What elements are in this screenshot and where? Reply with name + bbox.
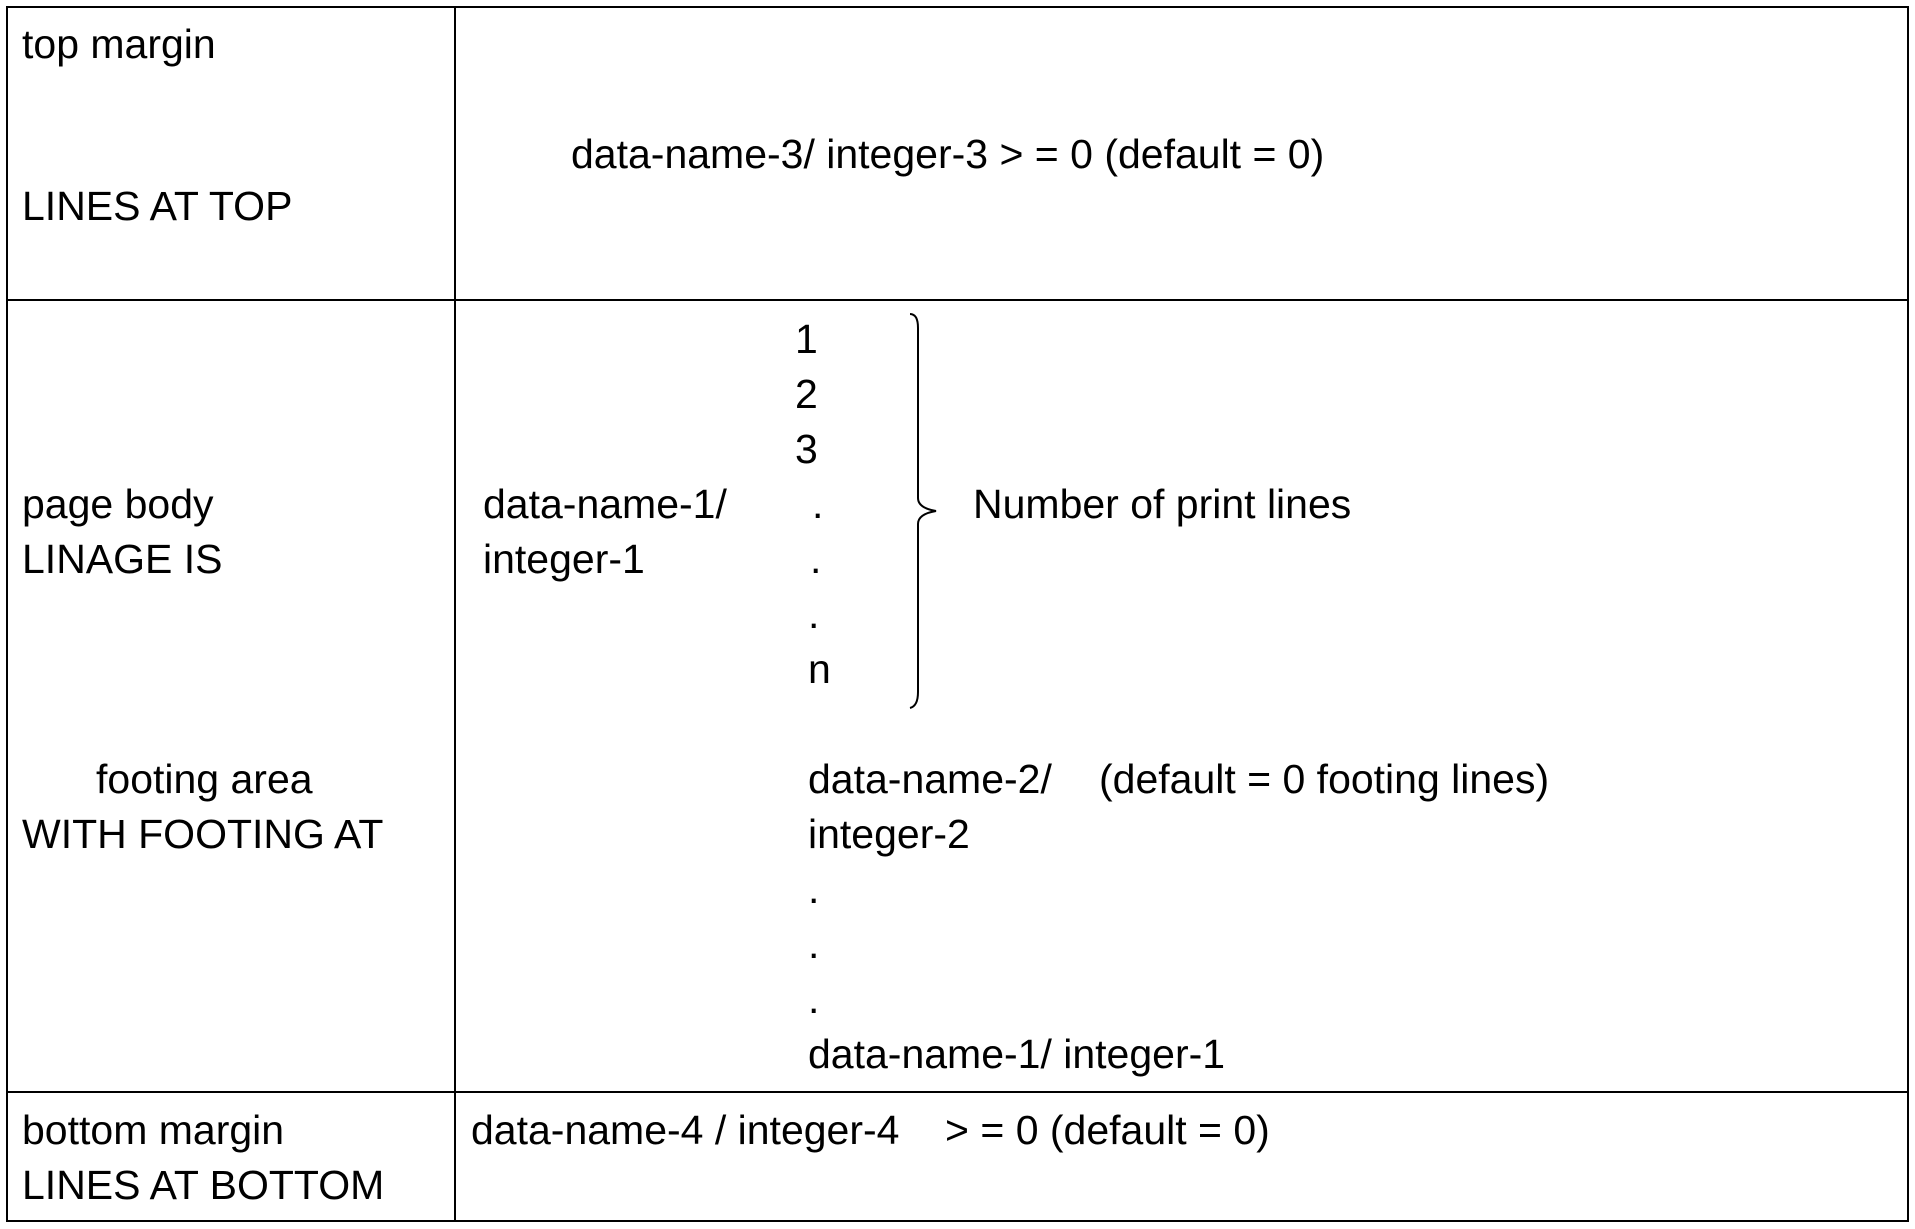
top-margin-clause: LINES AT TOP — [22, 183, 293, 229]
bottom-margin-spec: data-name-4 / integer-4 > = 0 (default =… — [471, 1107, 1270, 1153]
line-number: 1 — [795, 316, 818, 362]
top-margin-spec: data-name-3/ integer-3 > = 0 (default = … — [571, 131, 1325, 177]
page-body-label: page body — [22, 481, 214, 527]
line-number: . — [812, 481, 824, 527]
column-divider — [454, 6, 456, 1222]
line-number: . — [810, 536, 822, 582]
footing-end-line: data-name-1/ integer-1 — [808, 1031, 1226, 1077]
right-brace-icon — [909, 313, 937, 709]
page-body-operand-line1: data-name-1/ — [483, 481, 727, 527]
footing-operand-line1: data-name-2/ — [808, 756, 1052, 802]
bottom-margin-label: bottom margin — [22, 1107, 285, 1153]
page-body-clause: LINAGE IS — [22, 536, 223, 582]
row-divider-bottom — [6, 1091, 1909, 1093]
line-number: . — [808, 591, 820, 637]
linage-table — [6, 6, 1909, 1222]
line-number: 3 — [795, 426, 818, 472]
footing-dot: . — [808, 866, 820, 912]
footing-area-label: footing area — [96, 756, 313, 802]
bottom-margin-clause: LINES AT BOTTOM — [22, 1162, 385, 1208]
footing-area-clause: WITH FOOTING AT — [22, 811, 384, 857]
print-lines-note: Number of print lines — [973, 481, 1352, 527]
page-body-operand-line2: integer-1 — [483, 536, 645, 582]
row-divider-top — [6, 299, 1909, 301]
line-number: n — [808, 646, 831, 692]
footing-default-note: (default = 0 footing lines) — [1099, 756, 1550, 802]
footing-dot: . — [808, 921, 820, 967]
line-number: 2 — [795, 371, 818, 417]
footing-dot: . — [808, 976, 820, 1022]
top-margin-label: top margin — [22, 21, 216, 67]
footing-operand-line2: integer-2 — [808, 811, 970, 857]
